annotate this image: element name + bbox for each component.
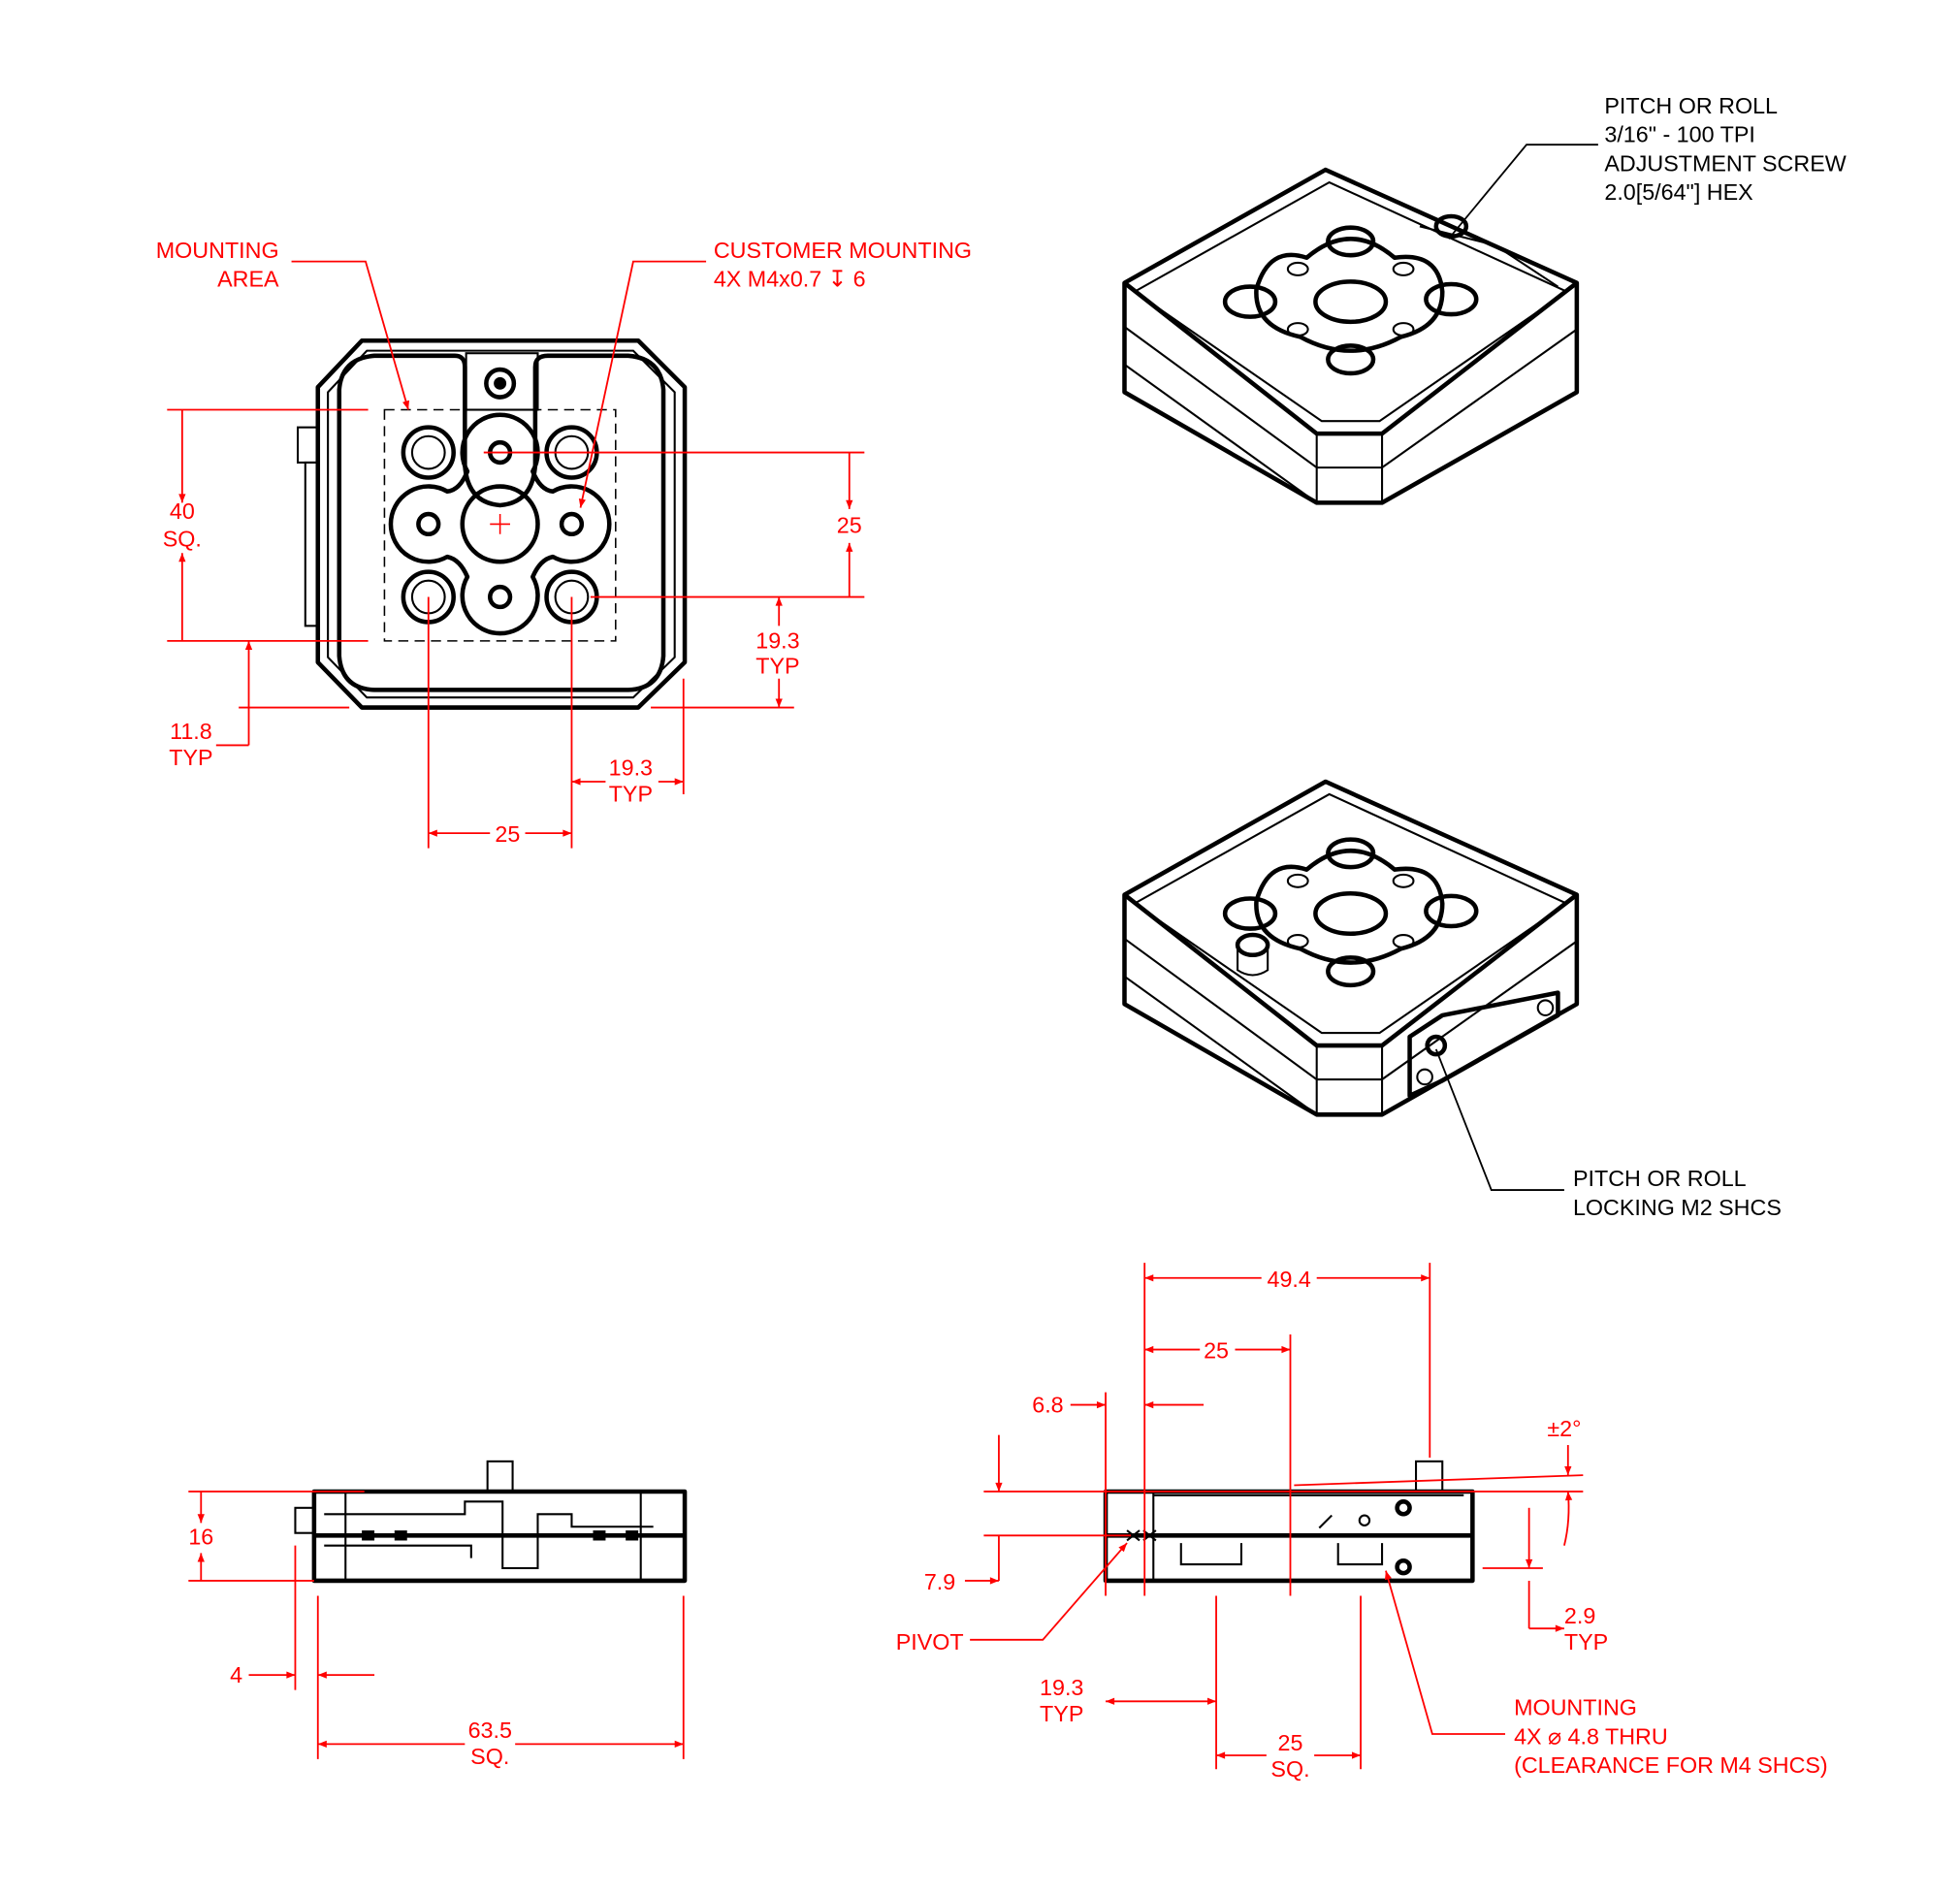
dim-19-3-vertical-typ: TYP — [755, 654, 799, 679]
adjustment-screw-callout-3: ADJUSTMENT SCREW — [1604, 150, 1846, 176]
isometric-view-bottom: PITCH OR ROLL LOCKING M2 SHCS — [1122, 779, 1782, 1220]
pivot-label: PIVOT — [896, 1629, 964, 1654]
mounting-callout-3: (CLEARANCE FOR M4 SHCS) — [1514, 1752, 1828, 1778]
mounting-area-outline — [383, 408, 617, 642]
dim-19-3-vertical-label: 19.3 — [755, 628, 799, 654]
mounting-callout-2: 4X ⌀ 4.8 THRU — [1514, 1723, 1668, 1749]
dim-19-3-horizontal-typ: TYP — [609, 782, 653, 807]
customer-mounting-holes — [416, 439, 585, 610]
isometric-view-top: PITCH OR ROLL 3/16" - 100 TPI ADJUSTMENT… — [1122, 93, 1847, 505]
dim-7-9-label: 7.9 — [924, 1569, 955, 1594]
dim-25-sq-sq-label: SQ. — [1270, 1756, 1309, 1782]
locking-bracket — [1407, 990, 1560, 1099]
dim-49-4-label: 49.4 — [1268, 1267, 1311, 1292]
hex-screw-icon — [484, 367, 517, 400]
dim-11-8-label: 11.8 — [170, 719, 212, 744]
dim-25-vertical-label: 25 — [837, 512, 862, 537]
locking-screw-icon — [1425, 1034, 1448, 1057]
dim-2-9-typ-label: TYP — [1564, 1629, 1608, 1654]
dim-40-sq-label: SQ. — [163, 527, 202, 552]
adjustment-screw-callout-1: PITCH OR ROLL — [1604, 93, 1778, 118]
dim-25-top-label: 25 — [1204, 1338, 1229, 1364]
adjustment-screw-callout-2: 3/16" - 100 TPI — [1604, 122, 1754, 147]
dim-11-8-typ-label: TYP — [169, 745, 212, 770]
mounting-area-label: MOUNTING — [156, 238, 279, 263]
dim-2-9-label: 2.9 — [1564, 1603, 1595, 1628]
locking-screw-callout-2: LOCKING M2 SHCS — [1573, 1195, 1782, 1220]
dim-63-5-label: 63.5 — [468, 1718, 512, 1743]
dim-19-3-side-typ: TYP — [1040, 1701, 1083, 1726]
customer-mounting-label: CUSTOMER MOUNTING — [714, 238, 972, 263]
top-plate-inner — [337, 353, 666, 692]
dim-16-label: 16 — [188, 1524, 213, 1549]
dim-25-sq-label: 25 — [1278, 1730, 1303, 1755]
tilt-range-label: ±2° — [1547, 1416, 1581, 1441]
customer-mounting-spec: 4X M4x0.7 ↧ 6 — [714, 267, 866, 292]
dim-63-5-sq-label: SQ. — [470, 1744, 509, 1769]
mounting-area-label-2: AREA — [217, 267, 279, 292]
dim-25-horizontal-label: 25 — [495, 821, 520, 847]
locking-screw-callout-1: PITCH OR ROLL — [1573, 1166, 1747, 1191]
dim-4-label: 4 — [230, 1662, 242, 1687]
top-view: 40 SQ. 11.8 TYP 25 19.3 TYP 25 19.3 TYP … — [156, 238, 972, 849]
dim-6-8-label: 6.8 — [1032, 1392, 1063, 1417]
dim-19-3-horizontal-label: 19.3 — [609, 755, 653, 781]
front-view: 16 4 63.5 SQ. — [188, 1460, 688, 1770]
dim-19-3-side-label: 19.3 — [1040, 1675, 1083, 1700]
clover-pocket — [388, 412, 612, 636]
dim-40-label: 40 — [170, 498, 195, 524]
side-view: 49.4 25 6.8 7.9 ±2° 2.9 TYP PIVOT 19.3 T… — [896, 1263, 1828, 1782]
adjustment-screw-callout-4: 2.0[5/64"] HEX — [1604, 179, 1753, 205]
mounting-callout-1: MOUNTING — [1514, 1695, 1637, 1720]
